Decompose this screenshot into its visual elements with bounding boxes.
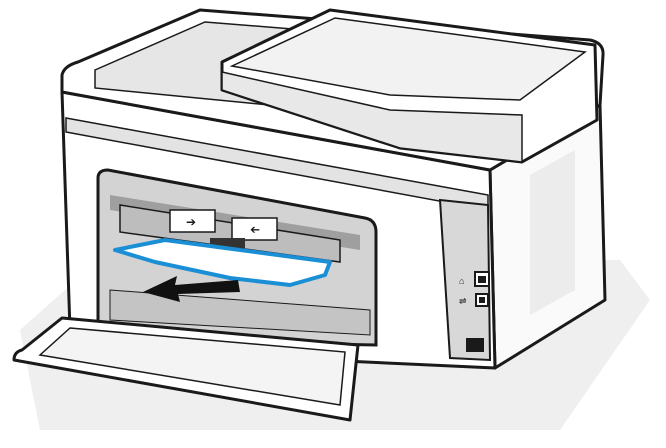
roller-tab-left xyxy=(169,209,216,233)
adf-tray xyxy=(229,17,587,101)
arrow-right-icon: ➔ xyxy=(186,215,196,229)
network-port-socket xyxy=(478,276,486,283)
power-port-icon xyxy=(466,338,484,352)
usb-port-socket xyxy=(479,297,485,303)
arrow-left-icon xyxy=(143,276,240,302)
jammed-paper xyxy=(113,238,332,287)
network-symbol-icon: ⌂ xyxy=(459,276,464,286)
roller-tab-right xyxy=(231,217,278,241)
usb-symbol-icon: ⇌ xyxy=(459,296,467,306)
arrow-left-small-icon: ➔ xyxy=(250,223,260,237)
door-inner-face xyxy=(38,327,346,406)
side-highlight xyxy=(530,150,575,315)
interior-slot xyxy=(210,238,245,248)
lid-front-edge xyxy=(221,71,523,163)
front-inset-panel xyxy=(438,198,492,362)
lower-guide xyxy=(109,289,371,336)
